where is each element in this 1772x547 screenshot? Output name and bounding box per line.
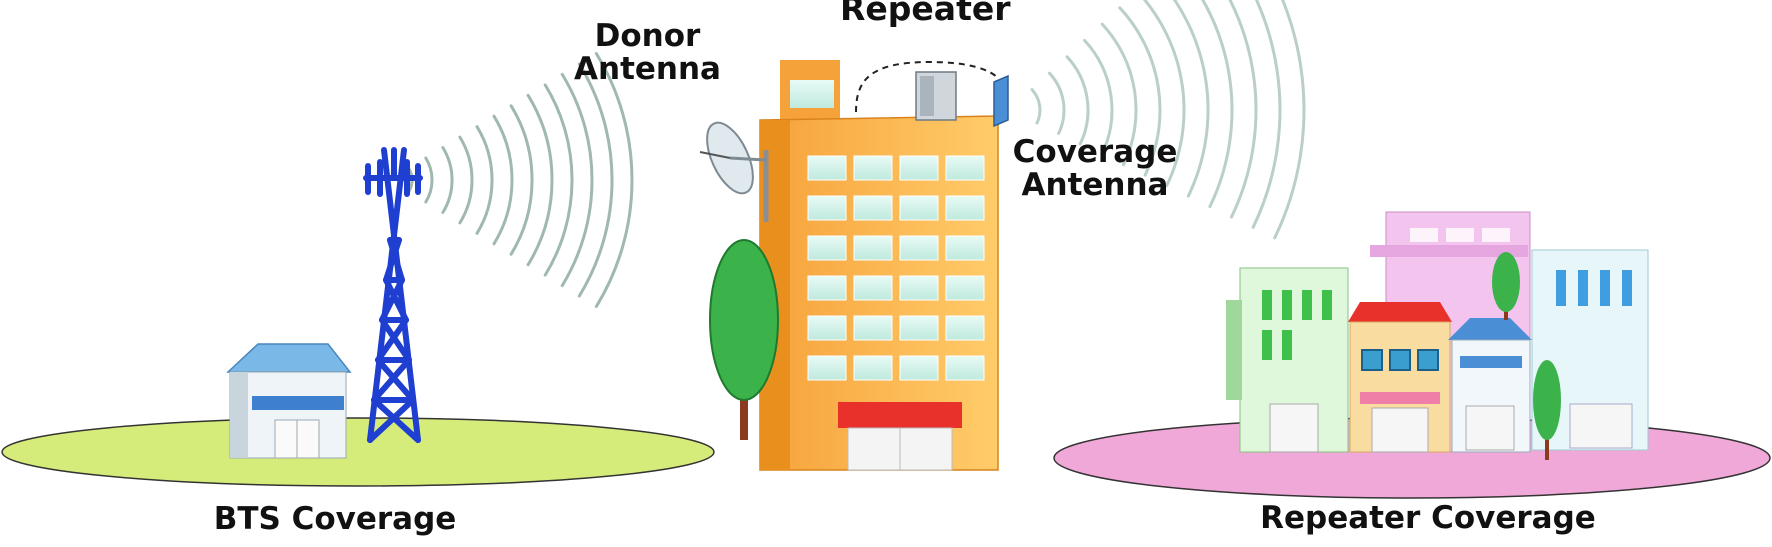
building-window: [945, 355, 985, 381]
coverage-antenna-icon: [993, 74, 1009, 128]
signal-wave-arc: [1142, 0, 1186, 188]
city-buildings-icon: [1226, 211, 1649, 460]
building-window: [899, 355, 939, 381]
repeater-building-icon: [759, 60, 999, 471]
bts-coverage-label: BTS Coverage: [213, 501, 457, 537]
building-window: [807, 275, 847, 301]
signal-wave-arc: [543, 83, 574, 277]
building-window: [945, 275, 985, 301]
building-window: [899, 195, 939, 221]
signal-wave-arc: [1251, 0, 1282, 229]
signal-wave-arc: [509, 104, 534, 256]
signal-wave-arc: [441, 146, 454, 214]
donor-antenna-icon: [699, 121, 769, 222]
signal-wave-arc: [1083, 39, 1114, 156]
coverage-antenna-label-line1: Coverage: [1012, 134, 1178, 170]
coverage-antenna-label: Coverage Antenna: [995, 136, 1195, 201]
building-window: [899, 235, 939, 261]
signal-wave-arc: [1118, 6, 1162, 177]
signal-wave-arc: [1065, 55, 1090, 146]
signal-wave-arc: [424, 156, 434, 204]
building-window: [945, 315, 985, 341]
signal-wave-arc: [1273, 0, 1306, 240]
bts-shelter-building-icon: [226, 343, 352, 459]
building-window: [853, 355, 893, 381]
building-window: [853, 195, 893, 221]
signal-wave-arc: [475, 125, 494, 235]
signal-wave-arc: [1172, 0, 1210, 198]
bts-signal-waves: [407, 52, 634, 308]
signal-wave-arc: [458, 135, 474, 225]
repeater-unit-icon: [855, 60, 999, 121]
building-window: [807, 235, 847, 261]
signal-wave-arc: [492, 114, 514, 246]
signal-wave-arc: [1201, 0, 1234, 209]
building-window: [945, 155, 985, 181]
building-window: [853, 275, 893, 301]
coverage-antenna-label-line2: Antenna: [1021, 166, 1169, 203]
signal-wave-arc: [577, 62, 614, 298]
donor-antenna-label-line1: Donor: [594, 18, 701, 54]
signal-wave-arc: [1228, 0, 1258, 219]
building-window: [853, 235, 893, 261]
coverage-signal-waves: [1030, 0, 1306, 240]
building-window: [899, 315, 939, 341]
signal-wave-arc: [1100, 22, 1138, 167]
signal-wave-arc: [1030, 88, 1042, 125]
tree-icon: [709, 239, 779, 440]
repeater-coverage-label: Repeater Coverage: [1260, 500, 1596, 536]
building-window: [899, 275, 939, 301]
bts-tower-icon: [363, 147, 423, 443]
building-window: [807, 195, 847, 221]
building-window: [807, 315, 847, 341]
signal-wave-arc: [594, 52, 634, 308]
building-window: [807, 155, 847, 181]
building-window: [853, 155, 893, 181]
donor-antenna-label-line2: Antenna: [574, 50, 721, 87]
repeater-label: Repeater: [840, 0, 1011, 28]
building-window: [899, 155, 939, 181]
donor-antenna-label: Donor Antenna: [560, 20, 735, 85]
signal-wave-arc: [526, 93, 554, 267]
signal-wave-arc: [560, 72, 594, 288]
signal-wave-arc: [1048, 71, 1066, 135]
building-window: [853, 315, 893, 341]
bts-coverage-area: [1, 417, 715, 487]
building-window: [807, 355, 847, 381]
building-windows: [807, 155, 985, 381]
building-window: [945, 195, 985, 221]
building-window: [945, 235, 985, 261]
